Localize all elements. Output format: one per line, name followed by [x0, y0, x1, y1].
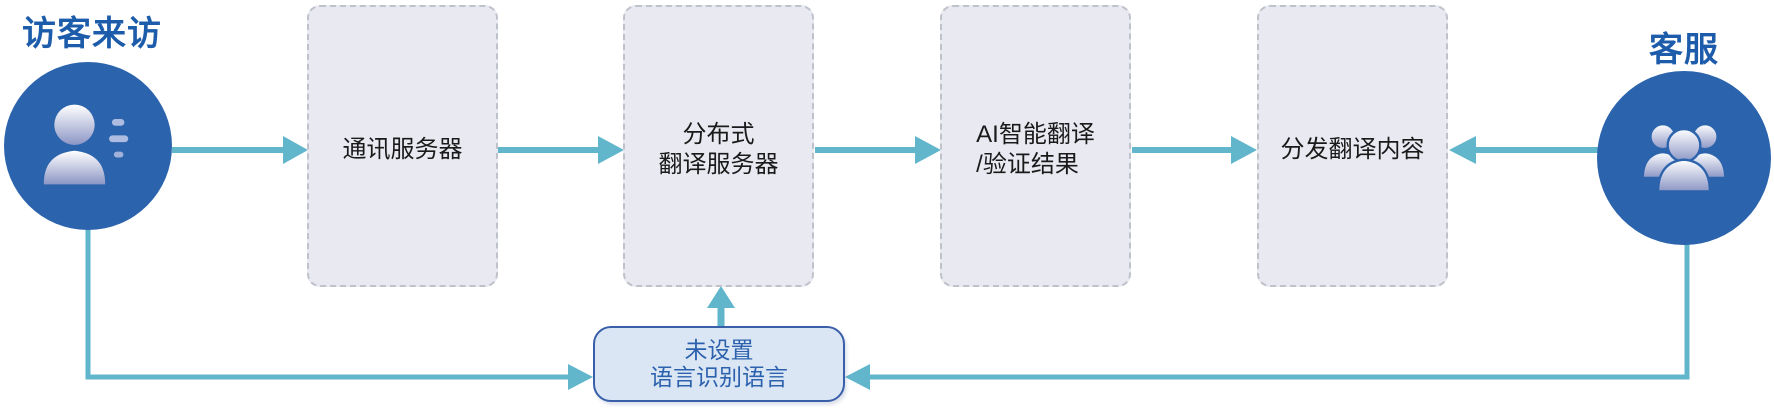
flow-box-distributed-translation-server: 分布式 翻译服务器 — [623, 5, 814, 287]
flow-box-label-line1: AI智能翻译 — [976, 121, 1095, 148]
flow-box-label-line2: 翻译服务器 — [658, 151, 779, 178]
flow-box-comm-server: 通讯服务器 — [307, 5, 498, 287]
arrow-fallback-to-translation-server — [707, 286, 735, 327]
connector-visitor-to-fallback — [85, 228, 593, 390]
flow-box-label: 分发翻译内容 — [1280, 136, 1425, 163]
flow-box-label: 通讯服务器 — [342, 136, 463, 163]
flow-box-distribute-content: 分发翻译内容 — [1257, 5, 1448, 287]
visitor-avatar — [4, 62, 172, 230]
arrow-visitor-to-comm-server — [172, 136, 308, 164]
arrow-comm-to-translation-server — [498, 136, 624, 164]
fallback-language-box: 未设置 语言识别语言 — [593, 326, 845, 402]
people-group-icon — [1641, 123, 1727, 193]
connector-agent-to-fallback — [845, 244, 1690, 390]
arrow-translation-to-ai — [815, 136, 941, 164]
fallback-label-line1: 未设置 — [684, 337, 754, 363]
person-speaking-icon — [43, 104, 129, 185]
agent-label: 客服 — [1649, 31, 1719, 69]
arrow-agent-to-distribute — [1449, 136, 1598, 164]
flow-box-label-line2: /验证结果 — [976, 151, 1079, 178]
flow-box-ai-translation: AI智能翻译 /验证结果 — [940, 5, 1131, 287]
fallback-label-line2: 语言识别语言 — [650, 364, 788, 390]
flow-box-label-line1: 分布式 — [682, 121, 755, 148]
arrow-ai-to-distribute — [1132, 136, 1257, 164]
agent-avatar — [1597, 71, 1771, 245]
visitor-label: 访客来访 — [22, 15, 162, 53]
